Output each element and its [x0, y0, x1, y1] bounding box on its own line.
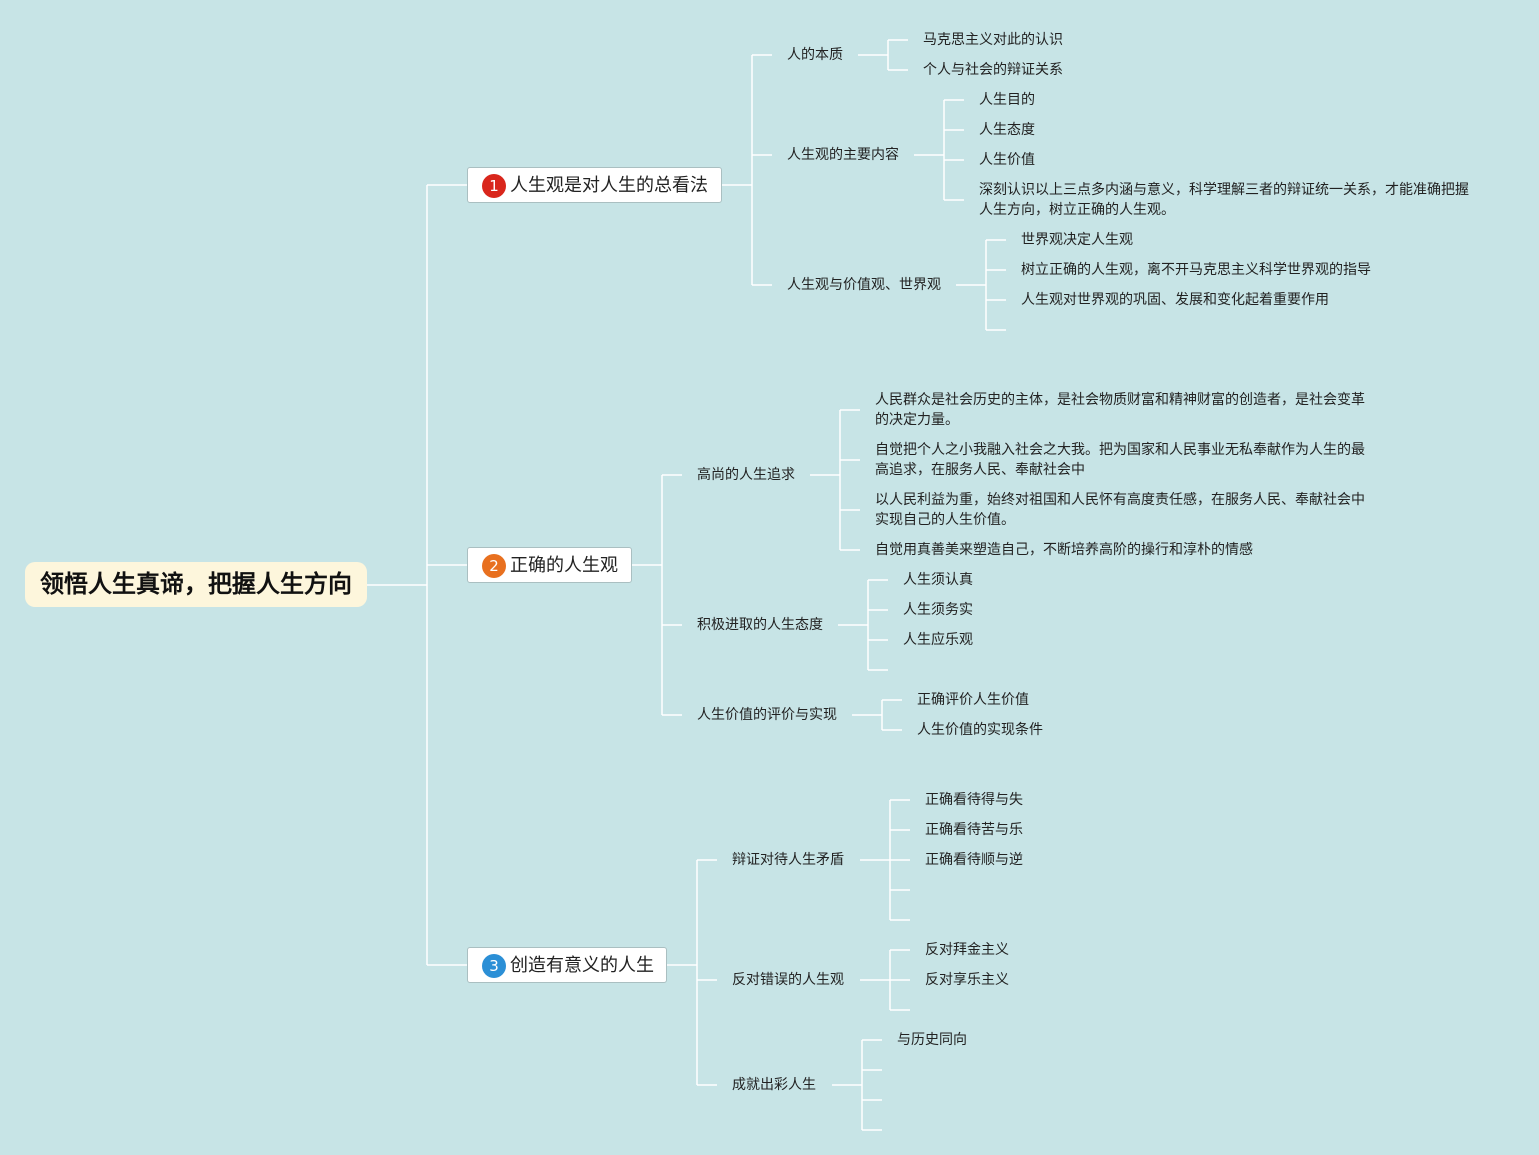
- leaf-topic[interactable]: 世界观决定人生观: [1021, 232, 1133, 248]
- subtopic[interactable]: 人生观的主要内容: [787, 147, 899, 163]
- leaf-topic[interactable]: 正确看待得与失: [925, 792, 1023, 808]
- main-topic-label: 人生观是对人生的总看法: [510, 175, 708, 196]
- leaf-topic[interactable]: 正确评价人生价值: [917, 692, 1029, 708]
- leaf-topic[interactable]: 个人与社会的辩证关系: [923, 62, 1063, 78]
- leaf-topic[interactable]: 人生态度: [979, 122, 1035, 138]
- main-topic-2[interactable]: 2 正确的人生观: [467, 547, 632, 583]
- number-badge-3: 3: [482, 954, 506, 978]
- leaf-topic[interactable]: 人生须务实: [903, 602, 973, 618]
- leaf-topic[interactable]: 人生须认真: [903, 572, 973, 588]
- subtopic[interactable]: 人的本质: [787, 47, 843, 63]
- subtopic[interactable]: 人生价值的评价与实现: [697, 707, 837, 723]
- main-topic-label: 正确的人生观: [510, 555, 618, 576]
- leaf-topic[interactable]: 自觉用真善美来塑造自己，不断培养高阶的操行和淳朴的情感: [875, 542, 1253, 558]
- number-badge-1: 1: [482, 174, 506, 198]
- subtopic[interactable]: 积极进取的人生态度: [697, 617, 823, 633]
- subtopic[interactable]: 人生观与价值观、世界观: [787, 277, 941, 293]
- main-topic-label: 创造有意义的人生: [510, 955, 654, 976]
- leaf-topic[interactable]: 以人民利益为重，始终对祖国和人民怀有高度责任感，在服务人民、奉献社会中实现自己的…: [875, 492, 1365, 528]
- leaf-topic[interactable]: 与历史同向: [897, 1032, 967, 1048]
- leaf-topic[interactable]: 反对享乐主义: [925, 972, 1009, 988]
- leaf-topic[interactable]: 自觉把个人之小我融入社会之大我。把为国家和人民事业无私奉献作为人生的最高追求，在…: [875, 442, 1365, 478]
- leaf-topic[interactable]: 深刻认识以上三点多内涵与意义，科学理解三者的辩证统一关系，才能准确把握人生方向，…: [979, 182, 1469, 218]
- main-topic-3[interactable]: 3 创造有意义的人生: [467, 947, 667, 983]
- leaf-topic[interactable]: 正确看待苦与乐: [925, 822, 1023, 838]
- leaf-topic[interactable]: 人生价值的实现条件: [917, 722, 1043, 738]
- leaf-topic[interactable]: 正确看待顺与逆: [925, 852, 1023, 868]
- leaf-topic[interactable]: 人民群众是社会历史的主体，是社会物质财富和精神财富的创造者，是社会变革的决定力量…: [875, 392, 1365, 428]
- leaf-topic[interactable]: 反对拜金主义: [925, 942, 1009, 958]
- leaf-topic[interactable]: 人生价值: [979, 152, 1035, 168]
- leaf-topic[interactable]: 人生目的: [979, 92, 1035, 108]
- subtopic[interactable]: 反对错误的人生观: [732, 972, 844, 988]
- subtopic[interactable]: 成就出彩人生: [732, 1077, 816, 1093]
- leaf-topic[interactable]: 树立正确的人生观，离不开马克思主义科学世界观的指导: [1021, 262, 1371, 278]
- subtopic[interactable]: 辩证对待人生矛盾: [732, 852, 844, 868]
- leaf-topic[interactable]: 人生应乐观: [903, 632, 973, 648]
- number-badge-2: 2: [482, 554, 506, 578]
- main-topic-1[interactable]: 1 人生观是对人生的总看法: [467, 167, 722, 203]
- leaf-topic[interactable]: 人生观对世界观的巩固、发展和变化起着重要作用: [1021, 292, 1329, 308]
- subtopic[interactable]: 高尚的人生追求: [697, 467, 795, 483]
- leaf-topic[interactable]: 马克思主义对此的认识: [923, 32, 1063, 48]
- root-topic[interactable]: 领悟人生真谛，把握人生方向: [25, 562, 367, 607]
